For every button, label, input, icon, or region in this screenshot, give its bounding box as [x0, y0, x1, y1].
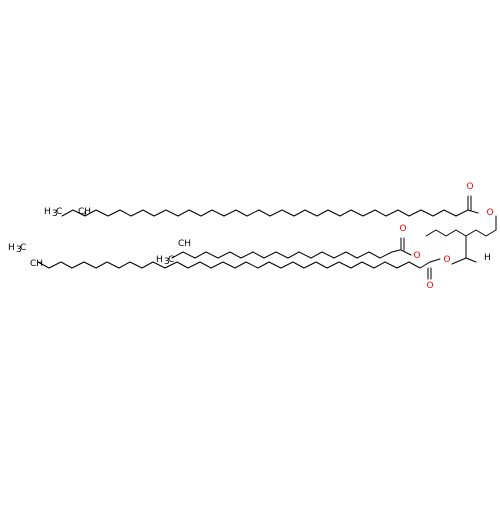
bottom-branch-ch: CH	[30, 259, 43, 269]
bottom-methyl-label: H 3 C	[8, 243, 26, 255]
top-acyl-chain	[61, 195, 479, 217]
middle-carbonyl-oxygen: O	[399, 224, 406, 234]
bottom-methyl-c: C	[20, 243, 26, 253]
top-methyl-subscript: 3	[52, 209, 58, 219]
glycerol-backbone	[425, 215, 497, 265]
middle-acyl-chain	[171, 237, 412, 259]
stereo-hydrogen: H	[484, 253, 491, 263]
top-methyl-c: C	[56, 207, 62, 217]
middle-ester-oxygen: O	[413, 251, 420, 261]
top-ester-oxygen: O	[486, 208, 493, 218]
top-carbonyl-oxygen: O	[466, 182, 473, 192]
bottom-methyl-subscript: 3	[16, 245, 22, 255]
middle-methyl-subscript: 3	[164, 257, 170, 267]
middle-methyl-c: C	[168, 255, 174, 265]
middle-methyl-label: H 3 C	[156, 255, 174, 267]
bottom-carbonyl-oxygen: O	[426, 281, 433, 291]
bottom-methyl-h: H	[8, 243, 15, 253]
bottom-ester-oxygen: O	[443, 255, 450, 265]
middle-methyl-h: H	[156, 255, 163, 265]
middle-branch-ch: CH	[178, 239, 191, 249]
top-branch-ch: CH	[78, 207, 91, 217]
top-methyl-h: H	[44, 207, 51, 217]
top-methyl-label: H 3 C	[44, 207, 62, 219]
bottom-acyl-chain	[37, 258, 441, 280]
